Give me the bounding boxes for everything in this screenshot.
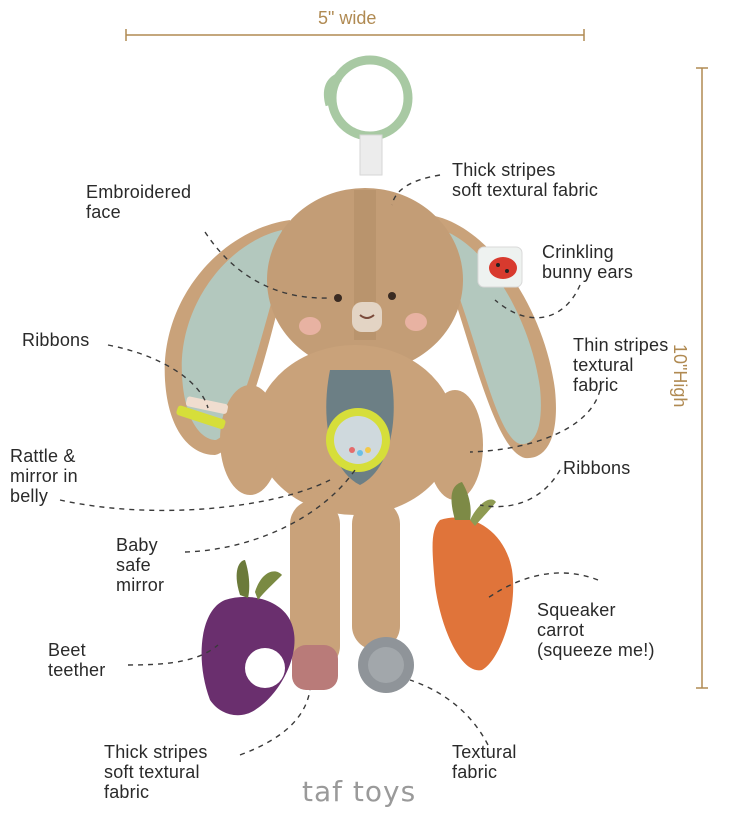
ladybug-tag: [477, 246, 523, 288]
height-dimension-line: [696, 67, 708, 689]
label-ribbons-right: Ribbons: [563, 458, 631, 478]
label-baby-safe-mirror: Baby safe mirror: [116, 535, 165, 595]
height-label: 10"High: [670, 344, 690, 408]
label-rattle-mirror: Rattle & mirror in belly: [10, 446, 78, 506]
label-beet-teether: Beet teether: [48, 640, 106, 680]
label-thick-stripes-top: Thick stripes soft textural fabric: [452, 160, 599, 200]
width-label: 5" wide: [318, 8, 377, 28]
width-dimension-line: [125, 29, 585, 41]
leader-lines: [59, 174, 601, 756]
label-ribbons-left: Ribbons: [22, 330, 90, 350]
brand-logo: taf toys: [302, 775, 417, 808]
bunny-body: [220, 345, 483, 515]
beet-teether: [201, 560, 295, 716]
label-thick-stripes-bottom: Thick stripes soft textural fabric: [104, 742, 208, 802]
label-textural-fabric: Textural fabric: [452, 742, 517, 782]
hanging-ring: [323, 55, 413, 176]
label-embroidered-face: Embroidered face: [86, 182, 192, 222]
textural-foot: [358, 637, 414, 693]
label-crinkling-ears: Crinkling bunny ears: [542, 242, 634, 282]
label-thin-stripes: Thin stripes textural fabric: [573, 335, 669, 395]
bunny-head: [267, 188, 463, 372]
label-squeaker-carrot: Squeaker carrot (squeeze me!): [537, 600, 655, 660]
squeaker-carrot: [432, 482, 514, 671]
bunny-legs: [290, 500, 414, 693]
